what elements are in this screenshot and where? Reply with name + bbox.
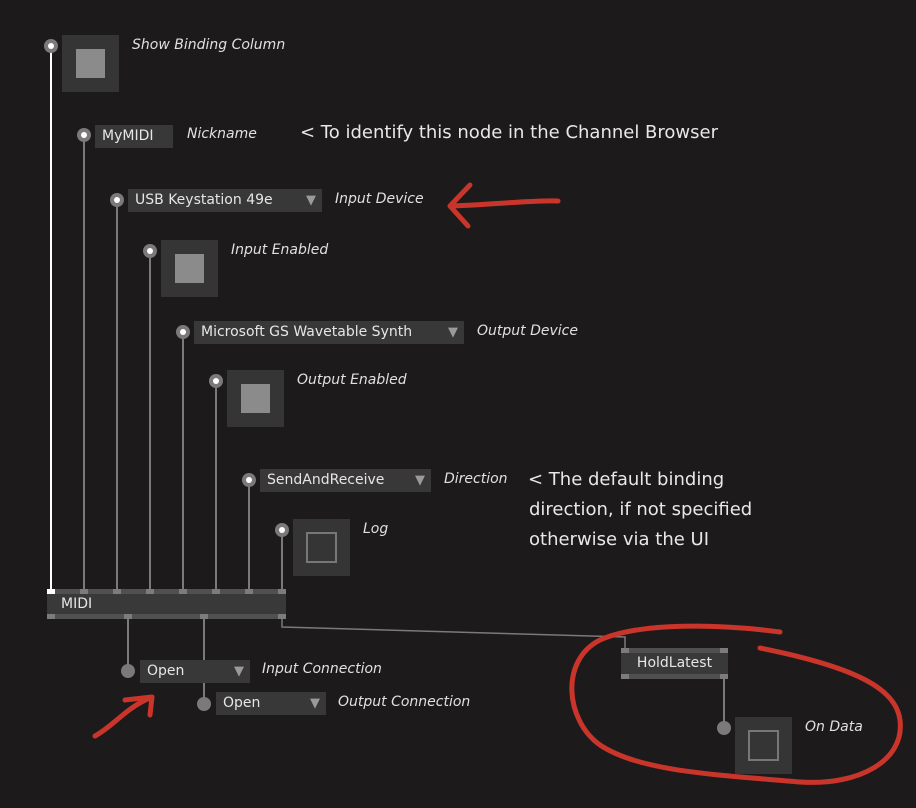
input-port[interactable] xyxy=(146,589,154,594)
on-data-label: On Data xyxy=(805,719,863,735)
input-device-dropdown[interactable]: USB Keystation 49e ▼ xyxy=(128,189,322,212)
log-toggle[interactable] xyxy=(293,519,350,576)
input-port[interactable] xyxy=(720,648,728,653)
output-port[interactable] xyxy=(720,674,728,679)
output-connection-label: Output Connection xyxy=(338,694,471,710)
output-enabled-label: Output Enabled xyxy=(297,372,407,388)
direction-value: SendAndReceive xyxy=(267,472,385,488)
output-port[interactable] xyxy=(621,674,629,679)
output-port[interactable] xyxy=(124,614,132,619)
red-arrow-input-device xyxy=(447,182,561,229)
unchecked-indicator xyxy=(306,532,337,563)
node-title: HoldLatest xyxy=(636,655,713,671)
direction-pin[interactable] xyxy=(242,473,256,487)
log-pin[interactable] xyxy=(275,523,289,537)
output-port[interactable] xyxy=(47,614,55,619)
input-port[interactable] xyxy=(278,589,286,594)
output-connection-pin[interactable] xyxy=(197,697,211,711)
input-port[interactable] xyxy=(80,589,88,594)
input-enabled-toggle[interactable] xyxy=(161,240,218,297)
annotation-line: direction, if not specified xyxy=(529,499,753,520)
midi-node[interactable]: MIDI xyxy=(47,589,286,619)
nickname-label: Nickname xyxy=(187,126,257,142)
dropdown-arrow-icon: ▼ xyxy=(310,696,320,711)
show-binding-label: Show Binding Column xyxy=(132,37,286,53)
log-label: Log xyxy=(363,521,389,537)
input-device-pin[interactable] xyxy=(110,193,124,207)
output-port[interactable] xyxy=(200,614,208,619)
input-port[interactable] xyxy=(212,589,220,594)
output-device-pin[interactable] xyxy=(176,325,190,339)
dropdown-arrow-icon: ▼ xyxy=(306,193,316,208)
input-device-label: Input Device xyxy=(335,191,424,207)
annotation-line: otherwise via the UI xyxy=(529,529,709,550)
input-port[interactable] xyxy=(621,648,629,653)
red-arrow-input-connection xyxy=(92,694,155,739)
checked-indicator xyxy=(241,384,270,413)
input-connection-value: Open xyxy=(147,663,185,679)
unchecked-indicator xyxy=(748,730,779,761)
output-enabled-pin[interactable] xyxy=(209,374,223,388)
on-data-toggle[interactable] xyxy=(735,717,792,774)
dropdown-arrow-icon: ▼ xyxy=(415,473,425,488)
holdlatest-node[interactable]: HoldLatest xyxy=(621,648,728,679)
input-port[interactable] xyxy=(245,589,253,594)
output-port[interactable] xyxy=(278,614,286,619)
direction-dropdown[interactable]: SendAndReceive ▼ xyxy=(260,469,431,492)
node-title: MIDI xyxy=(61,596,93,612)
annotation-line: < The default binding xyxy=(528,469,725,490)
checked-indicator xyxy=(175,254,204,283)
dropdown-arrow-icon: ▼ xyxy=(448,325,458,340)
direction-label: Direction xyxy=(444,471,508,487)
input-device-value: USB Keystation 49e xyxy=(135,192,273,208)
nickname-input[interactable]: MyMIDI xyxy=(95,125,173,148)
output-connection-value: Open xyxy=(223,695,261,711)
output-device-dropdown[interactable]: Microsoft GS Wavetable Synth ▼ xyxy=(194,321,464,344)
output-device-label: Output Device xyxy=(477,323,578,339)
nickname-annotation: < To identify this node in the Channel B… xyxy=(300,122,718,143)
input-port[interactable] xyxy=(47,589,55,594)
input-enabled-label: Input Enabled xyxy=(231,242,329,258)
wire-midi-to-holdlatest xyxy=(281,619,626,648)
input-enabled-pin[interactable] xyxy=(143,244,157,258)
checked-indicator xyxy=(76,49,105,78)
on-data-pin[interactable] xyxy=(717,721,731,735)
output-device-value: Microsoft GS Wavetable Synth xyxy=(201,324,413,340)
input-port[interactable] xyxy=(179,589,187,594)
show-binding-toggle[interactable] xyxy=(62,35,119,92)
input-connection-pin[interactable] xyxy=(121,664,135,678)
dropdown-arrow-icon: ▼ xyxy=(234,664,244,679)
nickname-pin[interactable] xyxy=(77,128,91,142)
input-connection-label: Input Connection xyxy=(262,661,382,677)
red-circle-holdlatest xyxy=(569,623,903,785)
show-binding-pin[interactable] xyxy=(44,39,58,53)
input-port[interactable] xyxy=(113,589,121,594)
input-connection-dropdown[interactable]: Open ▼ xyxy=(140,660,250,683)
direction-annotation: < The default binding direction, if not … xyxy=(528,465,752,555)
output-enabled-toggle[interactable] xyxy=(227,370,284,427)
output-connection-dropdown[interactable]: Open ▼ xyxy=(216,692,326,715)
